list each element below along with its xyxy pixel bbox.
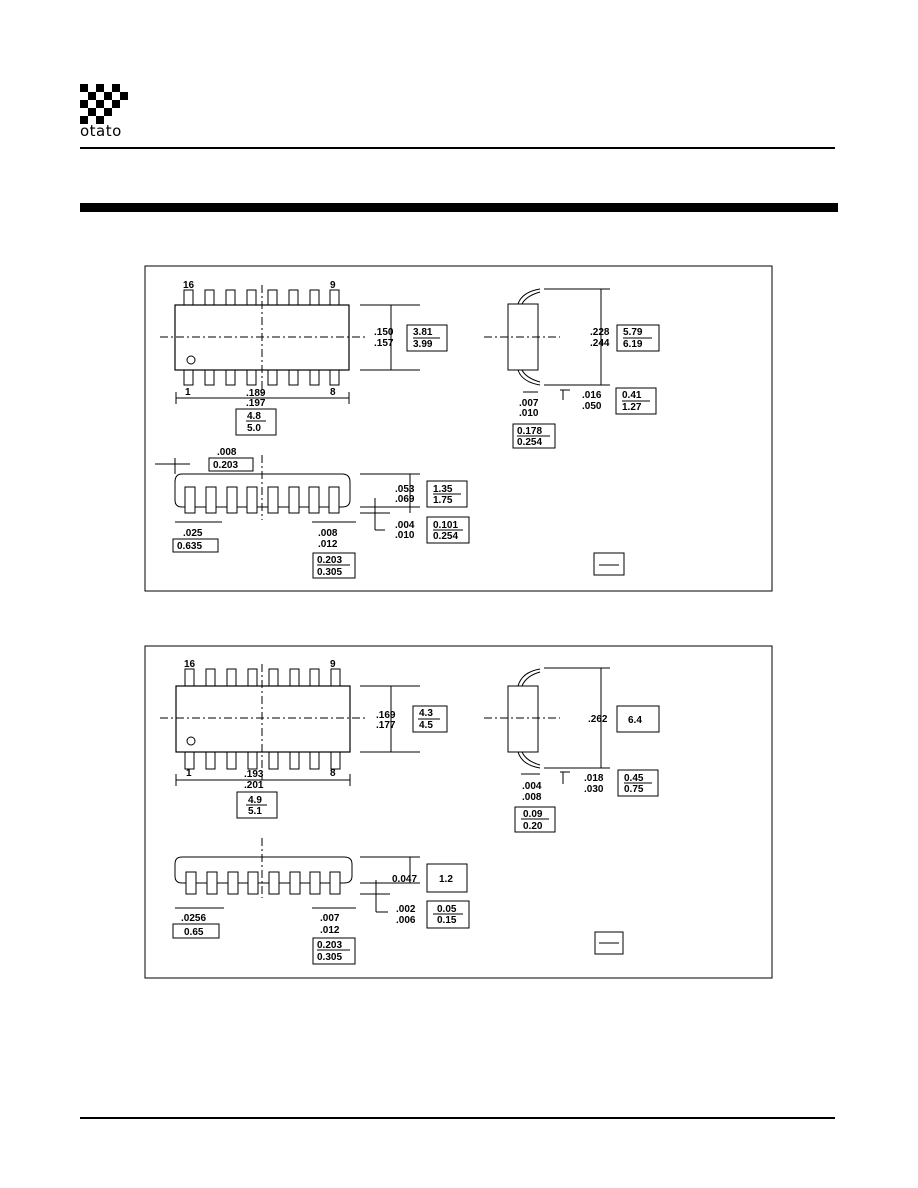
body-width-in-min: .150 (374, 327, 394, 338)
body-length-mm-max: 5.1 (248, 806, 262, 817)
total-width-mm: 6.4 (628, 715, 642, 726)
lead-thickness-in-max: .010 (519, 408, 539, 419)
standoff-mm-min: 0.101 (433, 520, 458, 531)
height-in: 0.047 (392, 874, 417, 885)
lead-length-in-max: .030 (584, 784, 604, 795)
body-width-mm-max: 4.5 (419, 720, 433, 731)
lead-width-in-min: .008 (318, 528, 338, 539)
body-width-in-max: .177 (376, 720, 396, 731)
lead-thickness-in-min: .007 (519, 398, 539, 409)
pin-label-1: 1 (185, 387, 191, 398)
total-width-in-min: .228 (590, 327, 610, 338)
lead-length-in-min: .018 (584, 773, 604, 784)
pitch-mm: 0.635 (177, 541, 202, 552)
end-gap-in: .008 (217, 447, 237, 458)
pitch-in: .0256 (181, 913, 206, 924)
lead-width-mm-min: 0.203 (317, 555, 342, 566)
standoff-in-min: .002 (396, 904, 416, 915)
lead-width-mm-min: 0.203 (317, 940, 342, 951)
lead-thickness-mm-max: 0.254 (517, 437, 542, 448)
lead-width-mm-max: 0.305 (317, 952, 342, 963)
lead-width-in-max: .012 (320, 925, 340, 936)
height-mm-max: 1.75 (433, 495, 453, 506)
body-width-mm-max: 3.99 (413, 339, 433, 350)
lead-length-mm-min: 0.45 (624, 773, 644, 784)
body-length-in-max: .201 (244, 780, 264, 791)
body-length-mm-min: 4.9 (248, 795, 262, 806)
body-length-mm-max: 5.0 (247, 423, 261, 434)
pitch-mm: 0.65 (184, 927, 204, 938)
height-in-min: .053 (395, 484, 415, 495)
total-width-in: .262 (588, 714, 608, 725)
pin-label-16: 16 (184, 659, 196, 670)
lead-thickness-mm-min: 0.178 (517, 426, 542, 437)
body-length-in-min: .189 (246, 388, 266, 399)
standoff-in-min: .004 (395, 520, 415, 531)
total-width-in-max: .244 (590, 338, 610, 349)
lead-length-mm-min: 0.41 (622, 390, 642, 401)
lead-thickness-in-max: .008 (522, 792, 542, 803)
logo-wordmark: otato (80, 122, 122, 140)
standoff-in-max: .006 (396, 915, 416, 926)
lead-thickness-mm-max: 0.20 (523, 821, 543, 832)
body-width-mm-min: 4.3 (419, 708, 433, 719)
lead-thickness-mm-min: 0.09 (523, 809, 543, 820)
pin-label-9: 9 (330, 659, 336, 670)
total-width-mm-max: 6.19 (623, 339, 643, 350)
standoff-mm-min: 0.05 (437, 904, 457, 915)
pitch-in: .025 (183, 528, 203, 539)
total-width-mm-min: 5.79 (623, 327, 643, 338)
lead-length-mm-max: 1.27 (622, 402, 642, 413)
standoff-mm-max: 0.254 (433, 531, 458, 542)
pin-label-8: 8 (330, 387, 336, 398)
standoff-in-max: .010 (395, 530, 415, 541)
lead-width-mm-max: 0.305 (317, 567, 342, 578)
body-length-in-max: .197 (246, 398, 266, 409)
height-in-max: .069 (395, 494, 415, 505)
height-mm: 1.2 (439, 874, 453, 885)
lead-length-in-max: .050 (582, 401, 602, 412)
lead-length-in-min: .016 (582, 390, 602, 401)
body-length-in-min: .193 (244, 769, 264, 780)
footer-rule (80, 1117, 835, 1119)
pin-label-1: 1 (186, 768, 192, 779)
pin-label-9: 9 (330, 280, 336, 291)
lead-thickness-in-min: .004 (522, 781, 542, 792)
lead-width-in-max: .012 (318, 539, 338, 550)
body-width-mm-min: 3.81 (413, 327, 433, 338)
body-width-in-max: .157 (374, 338, 394, 349)
body-length-mm-min: 4.8 (247, 411, 261, 422)
lead-width-in-min: .007 (320, 913, 340, 924)
section-bar (80, 203, 838, 212)
pin-label-16: 16 (183, 280, 195, 291)
end-gap-mm: 0.203 (213, 460, 238, 471)
lead-length-mm-max: 0.75 (624, 784, 644, 795)
height-mm-min: 1.35 (433, 484, 453, 495)
header-rule (80, 147, 835, 149)
pin-label-8: 8 (330, 768, 336, 779)
standoff-mm-max: 0.15 (437, 915, 457, 926)
body-width-in-min: .169 (376, 710, 396, 721)
potato-logo (80, 84, 128, 124)
